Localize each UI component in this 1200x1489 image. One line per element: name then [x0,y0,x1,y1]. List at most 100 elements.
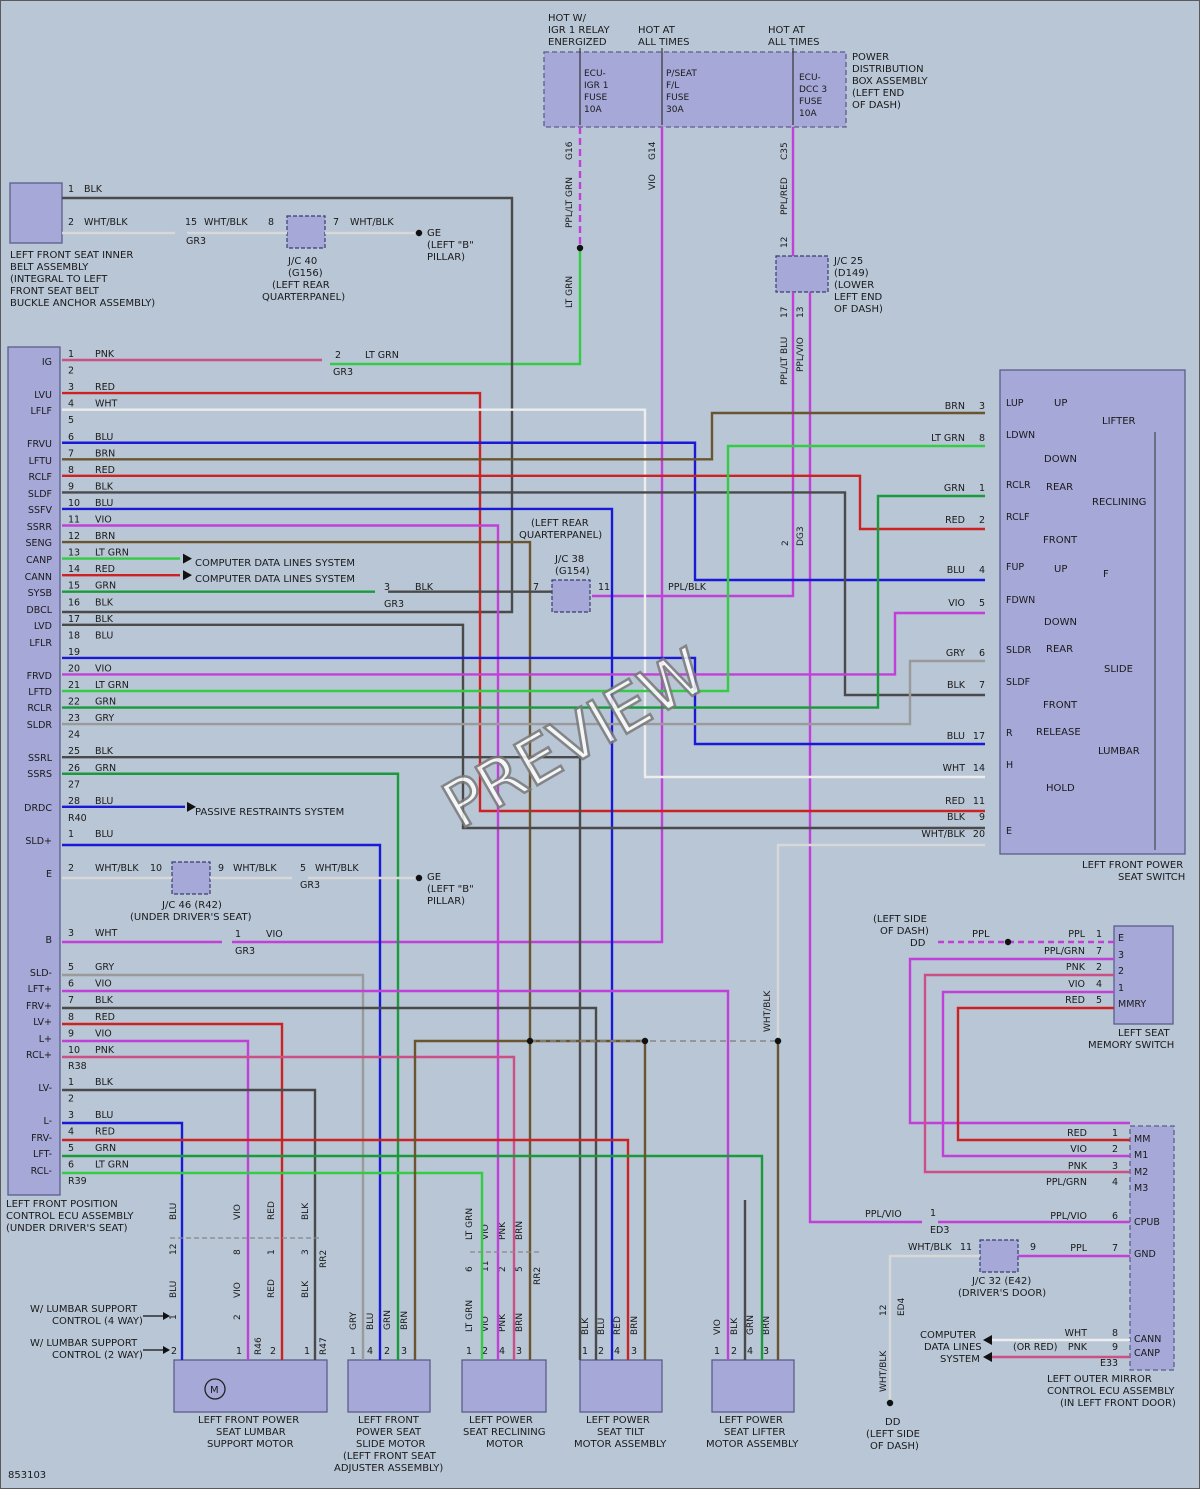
svg-text:10A: 10A [799,109,817,119]
svg-text:OF DASH): OF DASH) [834,304,883,315]
switch-wire-color: LT GRN [931,433,965,444]
svg-text:LEFT POWER: LEFT POWER [469,1415,533,1426]
svg-text:1: 1 [68,184,74,195]
svg-text:2: 2 [335,350,341,361]
svg-text:GE: GE [427,228,441,239]
ecu-terminal-SSRR: SSRR [27,522,53,533]
svg-text:LEFT END: LEFT END [834,292,883,303]
ecu-wire-color: LT GRN [95,680,129,691]
ecu-pin-r40: 16 [68,597,80,608]
svg-text:F/L: F/L [666,81,679,91]
svg-text:REAR: REAR [1046,482,1073,493]
motor-lumbar: M LEFT FRONT POWER SEAT LUMBAR SUPPORT M… [30,1304,328,1450]
svg-text:(LEFT END: (LEFT END [852,88,904,99]
mirror-terminal: M2 [1134,1167,1148,1178]
motor-pin: 2 [731,1346,737,1357]
svg-text:HOT AT: HOT AT [768,25,806,36]
ecu-wire-color: PNK [95,1045,115,1056]
switch-terminal: H [1006,760,1013,771]
splice-dot [415,874,423,882]
memory-pin-number: 5 [1096,995,1102,1006]
svg-text:8: 8 [268,217,274,228]
ecu-terminal-LFTU: LFTU [29,456,52,467]
ecu-wire-color: BLK [95,597,114,608]
wire-blu-sld-plus [62,843,382,1360]
ecu-pin-r39: 1 [68,1077,74,1088]
svg-text:HOT W/: HOT W/ [548,13,587,24]
svg-text:(LEFT SIDE: (LEFT SIDE [866,1429,920,1440]
wire-blk-sldf [62,491,985,697]
wire-ppl-grn-mem [908,957,1130,1125]
memory-pin-number: 1 [1096,929,1102,940]
motor-wire-color: RED [267,1201,277,1220]
ecu-pin-r38: 9 [68,1028,74,1039]
connector-code: R47 [319,1337,329,1355]
ecu-wire-color: VIO [95,979,112,990]
mirror-pin-number: 4 [1112,1177,1118,1188]
motor-wire-color: BRN [515,1313,525,1332]
junction-jc25: J/C 25 (D149) (LOWER LEFT END OF DASH) 1… [775,237,883,546]
svg-text:PPL/RED: PPL/RED [780,177,790,215]
mirror-terminal: CANN [1134,1334,1161,1345]
svg-text:(LEFT "B": (LEFT "B" [427,884,474,895]
motor-pin: 4 [367,1346,373,1357]
motor-pin: 2 [270,1346,276,1357]
svg-text:LEFT FRONT POWER: LEFT FRONT POWER [1082,860,1183,871]
motor-wire-color: LT GRN [465,1208,475,1240]
ecu-terminal-SYSB: SYSB [28,588,52,599]
ecu-wire-color: BLU [95,432,113,443]
wht-blk-vertical-label: WHT/BLK [763,990,773,1032]
svg-text:WHT/BLK: WHT/BLK [908,1242,952,1253]
ecu-wire-color: LT GRN [95,548,129,559]
wire-red-lv-plus [62,1022,284,1360]
svg-text:1: 1 [930,1208,936,1219]
motor-wire-color: GRN [746,1315,756,1335]
splice-dot [774,1037,782,1045]
motor-wire-color: BRN [515,1221,525,1240]
ecu-terminal-LFLF: LFLF [30,406,52,417]
seat-memory-switch: LEFT SEAT MEMORY SWITCH (LEFT SIDE OF DA… [873,914,1174,1051]
svg-text:CONTROL ECU ASSEMBLY: CONTROL ECU ASSEMBLY [1047,1386,1175,1397]
ecu-pin-r40: 18 [68,630,80,641]
ecu-pin-r40: 23 [68,713,80,724]
ecu-wire-color: WHT [95,399,118,410]
svg-text:G14: G14 [648,141,658,160]
svg-text:RELEASE: RELEASE [1036,727,1081,738]
ecu-wire-color: BLK [95,1077,114,1088]
ecu-terminal-LVD: LVD [34,621,52,632]
splice-dot [415,229,423,237]
switch-wire-color: GRN [944,483,965,494]
wire-vio-frvd [62,611,985,676]
switch-terminal: R [1006,728,1013,739]
svg-text:HOT AT: HOT AT [638,25,676,36]
mirror-wire-color: WHT [1065,1328,1088,1339]
svg-text:FRONT: FRONT [1043,535,1078,546]
svg-text:QUARTERPANEL): QUARTERPANEL) [262,292,345,303]
arrow-left-icon [983,1352,992,1362]
ecu-pin-r40: 6 [68,432,74,443]
ecu-terminal-B: B [45,935,52,946]
ecu-terminal-LVU: LVU [34,390,52,401]
wire-wht-lflf [62,408,985,779]
ecu-wire-color: BLU [95,630,113,641]
svg-text:MEMORY SWITCH: MEMORY SWITCH [1088,1040,1174,1051]
svg-text:PPL/VIO: PPL/VIO [865,1209,902,1220]
svg-text:W/ LUMBAR SUPPORT: W/ LUMBAR SUPPORT [30,1304,138,1315]
memory-pin-number: 7 [1096,946,1102,957]
motor-wire-color: BLK [301,1280,311,1298]
motor-wire-color: GRY [349,1311,359,1330]
arrow-right-icon [163,1312,170,1320]
svg-text:MOTOR ASSEMBLY: MOTOR ASSEMBLY [706,1439,799,1450]
motor-wire-color: LT GRN [465,1300,475,1332]
mirror-wire-color: PNK [1068,1342,1088,1353]
svg-text:BLK: BLK [415,582,434,593]
svg-text:LIFTER: LIFTER [1102,416,1136,427]
svg-text:PPL/VIO: PPL/VIO [796,337,806,372]
wire-vio-ssrr [62,524,500,1360]
svg-text:(LOWER: (LOWER [834,280,874,291]
arrow-left-icon [983,1335,992,1345]
svg-text:15: 15 [185,217,197,228]
ecu-terminal-SSFV: SSFV [28,505,53,516]
